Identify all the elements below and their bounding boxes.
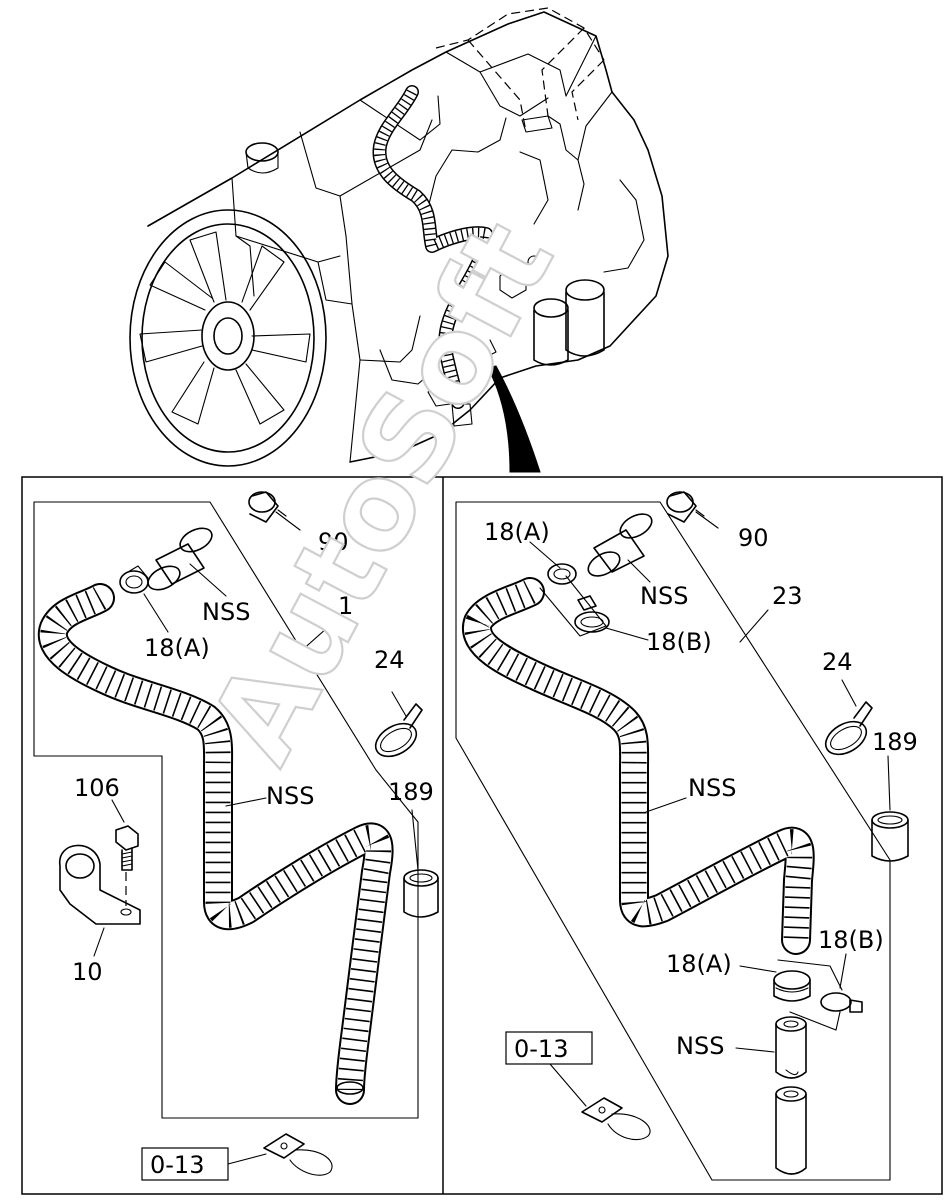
label-hose-1: 1 [338,592,353,620]
hose-23 [462,577,815,955]
label-clip-90: 90 [318,528,349,556]
clip-90-right [666,491,705,523]
right-panel: 90 18(A) NSS 23 18(B) 24 189 NSS 18(B) 1… [455,491,918,1181]
sleeve-189-right [871,811,909,862]
clamp-18a-bottom [773,970,811,1002]
clamp-18a-top [547,563,577,585]
engine-illustration [129,7,669,473]
label-clamp-18a: 18(A) [144,634,210,662]
label-clamp-18b-top: 18(B) [646,628,712,656]
ref-label-right: 0-13 [514,1035,568,1063]
bolt-106 [115,825,139,906]
label-sleeve-189-right: 189 [872,728,918,756]
nss-tube-bottom [775,1016,807,1175]
ref-clip-right [581,1097,651,1141]
label-hose-23: 23 [772,582,803,610]
ref-box-right [505,1031,593,1065]
detail-frame [21,476,943,1195]
label-sleeve-189: 189 [388,778,434,806]
label-bolt-106: 106 [74,774,120,802]
label-nss-hose-right: NSS [688,774,736,802]
label-nss-hose: NSS [266,782,314,810]
left-panel: 90 1 NSS 18(A) 24 NSS 189 106 10 0-13 [33,491,439,1181]
nss-pipe [147,527,213,591]
label-nss-pipe-right: NSS [640,582,688,610]
label-clamp-18b-bottom: 18(B) [818,926,884,954]
label-clamp-18a-bottom: 18(A) [666,950,732,978]
nss-pipe-right [587,513,653,577]
ref-box-left [141,1147,229,1181]
label-clamp-18a-top: 18(A) [484,518,550,546]
clamp-18a [119,565,149,594]
label-bracket-10: 10 [72,958,103,986]
watermark: AutoSoft [183,200,580,783]
label-nss-pipe: NSS [202,598,250,626]
label-nss-bottom: NSS [676,1032,724,1060]
clamp-18b-bottom [820,992,863,1013]
label-clip-90-right: 90 [738,524,769,552]
ref-label-left: 0-13 [150,1151,204,1179]
clip-90 [248,491,287,523]
ref-clip [263,1133,333,1176]
sleeve-189 [403,869,439,918]
band-24-right [824,701,873,756]
hose-1 [38,583,394,1105]
band-24 [374,703,423,758]
label-band-24: 24 [374,646,405,674]
bracket-10 [59,844,141,925]
label-band-24-right: 24 [822,648,853,676]
